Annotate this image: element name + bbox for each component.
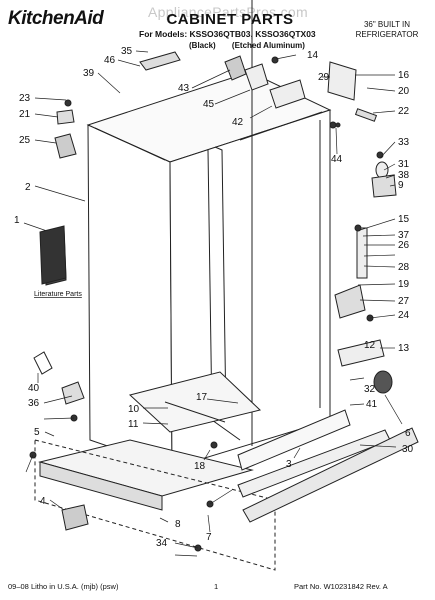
callout-46: 46 <box>104 55 116 66</box>
callout-8: 8 <box>175 519 181 530</box>
callout-13: 13 <box>398 343 410 354</box>
callout-10: 10 <box>128 404 140 415</box>
callout-38: 38 <box>398 170 410 181</box>
callout-5: 5 <box>34 427 40 438</box>
leader-lines <box>23 50 403 557</box>
model-numbers: For Models: KSSO36QTB03, KSSO36QTX03 <box>139 29 316 39</box>
callout-16: 16 <box>398 70 410 81</box>
callout-2: 2 <box>25 182 31 193</box>
callout-36: 36 <box>28 398 40 409</box>
callout-11: 11 <box>128 419 139 430</box>
hinge-parts <box>334 108 397 394</box>
callout-31: 31 <box>398 159 410 170</box>
grille <box>237 409 419 523</box>
callout-25: 25 <box>19 135 31 146</box>
callout-4: 4 <box>40 496 46 507</box>
page-title: CABINET PARTS <box>166 11 294 28</box>
callout-34: 34 <box>156 538 168 549</box>
callout-29: 29 <box>318 72 330 83</box>
callout-28: 28 <box>398 262 410 273</box>
callout-30: 30 <box>402 444 414 455</box>
callout-43: 43 <box>178 83 190 94</box>
callout-40: 40 <box>28 383 40 394</box>
watermark: AppliancePartsPros.com <box>148 4 308 20</box>
callout-9: 9 <box>398 180 404 191</box>
top-brackets <box>139 51 357 109</box>
callout-20: 20 <box>398 86 410 97</box>
product-type-line2: REFRIGERATOR <box>355 30 419 39</box>
product-type: 36" BUILT IN REFRIGERATOR <box>344 20 430 40</box>
callout-26: 26 <box>398 240 410 251</box>
callout-12: 12 <box>364 340 376 351</box>
literature-card <box>39 225 67 285</box>
finish-labels: (Black) (Etched Aluminum) <box>189 41 319 50</box>
callout-1: 1 <box>14 215 20 226</box>
base-assembly <box>34 371 276 571</box>
callout-7: 7 <box>206 532 212 543</box>
callout-35: 35 <box>121 46 133 57</box>
footer-print-info: 09–08 Litho in U.S.A. (mjb) (psw) <box>8 582 119 591</box>
finish-black: (Black) <box>189 41 216 50</box>
callout-6: 6 <box>405 428 411 439</box>
finish-steel: (Etched Aluminum) <box>231 41 305 50</box>
brand-logo: KitchenAid <box>8 8 104 29</box>
callout-32: 32 <box>364 384 376 395</box>
callout-23: 23 <box>19 93 31 104</box>
callout-15: 15 <box>398 214 410 225</box>
callout-33: 33 <box>398 137 410 148</box>
footer-page-number: 1 <box>214 582 219 591</box>
callout-44: 44 <box>331 154 343 165</box>
literature-parts-label: Literature Parts <box>34 291 82 298</box>
callout-18: 18 <box>194 461 206 472</box>
callout-14: 14 <box>307 50 319 61</box>
callout-19: 19 <box>398 279 410 290</box>
callout-22: 22 <box>398 106 410 117</box>
footer-part-number: Part No. W10231842 Rev. A <box>294 582 388 591</box>
callout-37: 37 <box>398 230 410 241</box>
callout-45: 45 <box>203 99 215 110</box>
callout-21: 21 <box>19 109 31 120</box>
callout-41: 41 <box>366 399 378 410</box>
callout-24: 24 <box>398 310 410 321</box>
callout-39: 39 <box>83 68 95 79</box>
callout-3: 3 <box>286 459 292 470</box>
callout-17: 17 <box>196 392 208 403</box>
callout-42: 42 <box>232 117 244 128</box>
product-type-line1: 36" BUILT IN <box>363 20 411 29</box>
callout-27: 27 <box>398 296 410 307</box>
screw-icons <box>29 56 384 552</box>
callout-numbers: 1 2 3 4 5 6 7 8 9 10 11 12 13 14 15 16 1… <box>14 46 414 549</box>
